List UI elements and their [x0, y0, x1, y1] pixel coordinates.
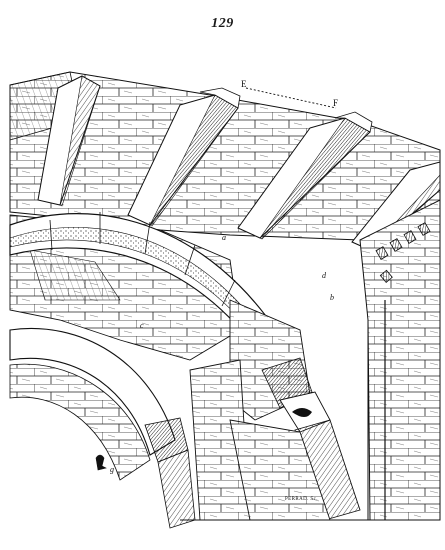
- lower-wall: [189, 359, 331, 521]
- label-f: F: [333, 98, 338, 108]
- ceiling-beams: [37, 75, 441, 252]
- lower-left-arch: [9, 328, 196, 529]
- bracket-ornament: [95, 454, 107, 471]
- label-a: a: [222, 233, 226, 242]
- page-number: 129: [211, 16, 234, 31]
- right-column: [359, 199, 441, 521]
- label-d: d: [322, 271, 327, 280]
- engraver-signature: PERRAD. Sc.: [285, 497, 318, 502]
- label-g: g: [110, 465, 114, 474]
- label-c: c: [140, 321, 144, 330]
- label-b: b: [330, 293, 334, 302]
- label-e: E: [241, 79, 247, 89]
- central-pier: [229, 299, 361, 521]
